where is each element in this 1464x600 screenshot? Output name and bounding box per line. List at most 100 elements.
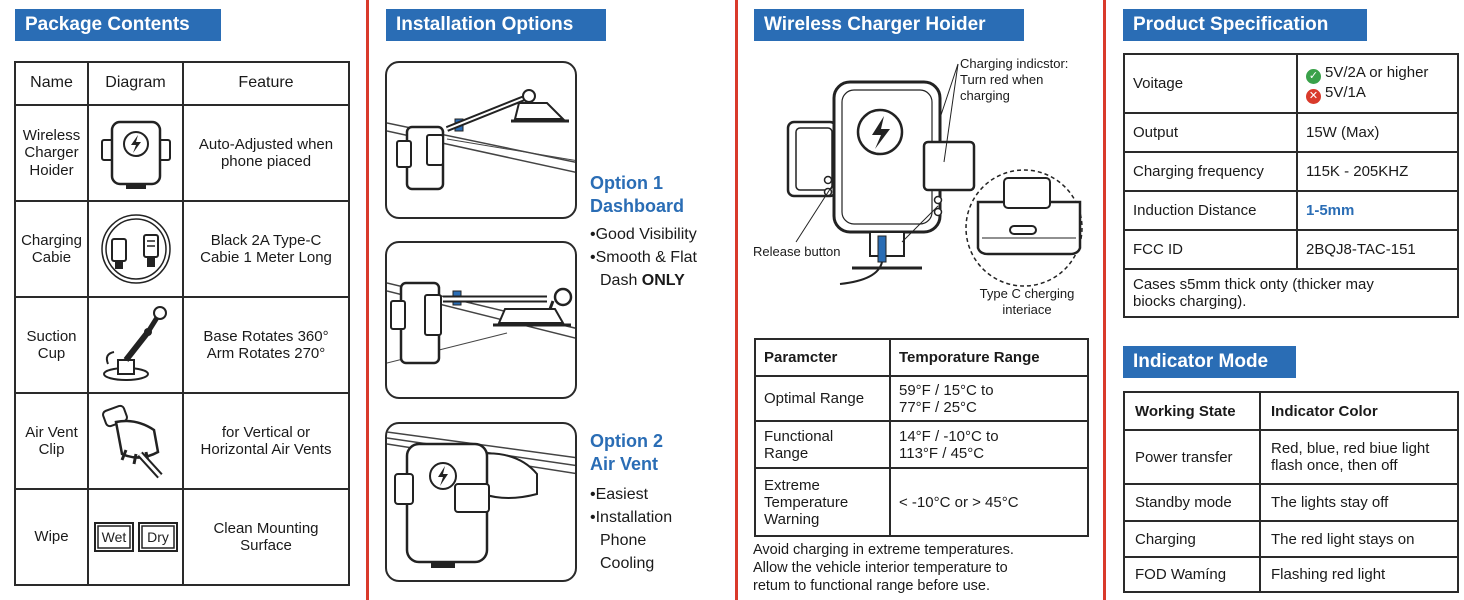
temperature-table: Paramcter Temporature Range Optimal Rang… bbox=[754, 338, 1089, 537]
benefit-item: Phone bbox=[600, 532, 647, 549]
wipe-wet-label: Wet bbox=[101, 529, 126, 545]
item-feature: Clean Mounting Surface bbox=[182, 488, 350, 586]
suction-cup-icon bbox=[102, 306, 167, 381]
indicator-state: Power transfer bbox=[1123, 429, 1261, 485]
item-feature: Black 2A Type-C Cabie 1 Meter Long bbox=[182, 200, 350, 298]
table-row: Power transfer Red, blue, red biue light… bbox=[1123, 429, 1459, 485]
table-row: Voitage ✓5V/2A or higher ✕5V/1A bbox=[1123, 53, 1459, 114]
item-feature: for Vertical or Horizontal Air Vents bbox=[182, 392, 350, 490]
table-row: Air Vent Clip for Vertical or Horizontal… bbox=[14, 392, 350, 490]
vent-clip-icon bbox=[101, 404, 163, 479]
table-row: Induction Distance 1-5mm bbox=[1123, 190, 1459, 231]
spec-label: Induction Distance bbox=[1123, 190, 1298, 231]
col-header-feature: Feature bbox=[182, 61, 350, 106]
charger-holder-diagram bbox=[786, 63, 1083, 287]
package-contents-table: Name Diagram Feature Wireless Charger Ho… bbox=[14, 61, 350, 586]
spec-footnote: Cases s5mm thick onty (thicker may biock… bbox=[1123, 268, 1459, 318]
spec-table: Voitage ✓5V/2A or higher ✕5V/1A Output 1… bbox=[1123, 53, 1459, 318]
temp-range: < -10°C or > 45°C bbox=[889, 467, 1089, 537]
col-header-diagram: Diagram bbox=[87, 61, 184, 106]
spec-value: 2BQJ8-TAC-151 bbox=[1296, 229, 1459, 270]
item-name: Suction Cup bbox=[14, 296, 89, 394]
wireless-charger-holder-title: Wireless Charger Hoider bbox=[754, 9, 1024, 41]
benefit-item: •Good Visibility bbox=[590, 226, 697, 243]
benefit-item: •Smooth & Flat bbox=[590, 249, 697, 266]
table-row: FOD Wamíng Flashing red light bbox=[1123, 556, 1459, 593]
item-name: Wipe bbox=[14, 488, 89, 586]
table-row: FCC ID 2BQJ8-TAC-151 bbox=[1123, 229, 1459, 270]
col-header-indicator-color: Indicator Color bbox=[1259, 391, 1459, 431]
item-name: Air Vent Clip bbox=[14, 392, 89, 490]
temp-param: Optimal Range bbox=[754, 375, 891, 422]
indicator-color: Flashing red light bbox=[1259, 556, 1459, 593]
charger-holder-icon bbox=[100, 120, 171, 189]
item-feature: Base Rotates 360° Arm Rotates 270° bbox=[182, 296, 350, 394]
table-row: Charging frequency 115K - 205KHZ bbox=[1123, 151, 1459, 192]
wipe-dry-label: Dry bbox=[147, 529, 169, 545]
spec-label: FCC ID bbox=[1123, 229, 1298, 270]
installation-options-title: Installation Options bbox=[386, 9, 606, 41]
benefit-item: •Easiest bbox=[590, 486, 649, 503]
table-row: Wireless Charger Hoider Auto-Adjusted wh… bbox=[14, 104, 350, 202]
spec-value: 15W (Max) bbox=[1296, 112, 1459, 153]
cross-icon: ✕ bbox=[1306, 88, 1321, 104]
item-name: Charging Cabie bbox=[14, 200, 89, 298]
type-c-callout: Type C cherging interiace bbox=[979, 286, 1075, 317]
col-header-temperature-range: Temporature Range bbox=[889, 338, 1089, 377]
dashboard-flat-illustration bbox=[385, 241, 577, 399]
item-feature: Auto-Adjusted when phone piaced bbox=[182, 104, 350, 202]
table-row: Cases s5mm thick onty (thicker may biock… bbox=[1123, 268, 1459, 318]
air-vent-illustration bbox=[385, 422, 577, 582]
table-row: Wipe Wet Dry Clean Mounting Surface bbox=[14, 488, 350, 586]
indicator-state: FOD Wamíng bbox=[1123, 556, 1261, 593]
option-1-title: Option 1 Dashboard bbox=[590, 173, 685, 216]
package-contents-title: Package Contents bbox=[15, 9, 221, 41]
indicator-color: The lights stay off bbox=[1259, 483, 1459, 522]
divider-2 bbox=[735, 0, 738, 600]
col-header-working-state: Working State bbox=[1123, 391, 1261, 431]
indicator-state: Standby mode bbox=[1123, 483, 1261, 522]
benefit-item: •Installation bbox=[590, 509, 673, 526]
col-header-parameter: Paramcter bbox=[754, 338, 891, 377]
spec-value: ✓5V/2A or higher ✕5V/1A bbox=[1296, 53, 1459, 114]
check-icon: ✓ bbox=[1306, 68, 1321, 84]
divider-1 bbox=[366, 0, 369, 600]
table-row: Output 15W (Max) bbox=[1123, 112, 1459, 153]
temperature-note: Avoid charging in extreme temperatures. … bbox=[753, 542, 1014, 594]
benefit-item: Cooling bbox=[600, 555, 655, 572]
indicator-color: The red light stays on bbox=[1259, 520, 1459, 558]
dashboard-mount-illustration bbox=[385, 61, 577, 219]
release-button-callout: Release button bbox=[753, 244, 841, 259]
table-row: Charging The red light stays on bbox=[1123, 520, 1459, 558]
option-2-title: Option 2 Air Vent bbox=[590, 431, 663, 474]
spec-label: Voitage bbox=[1123, 53, 1298, 114]
product-specification-title: Product Specification bbox=[1123, 9, 1367, 41]
indicator-callout: Charging indicstor: Turn red when chargi… bbox=[960, 56, 1069, 103]
option-1-benefits: •Good Visibility •Smooth & Flat Dash ONL… bbox=[590, 223, 697, 292]
benefit-item: Dash ONLY bbox=[600, 272, 685, 289]
col-header-name: Name bbox=[14, 61, 89, 106]
divider-3 bbox=[1103, 0, 1106, 600]
indicator-table: Working State Indicator Color Power tran… bbox=[1123, 391, 1459, 593]
spec-value: 115K - 205KHZ bbox=[1296, 151, 1459, 192]
item-name: Wireless Charger Hoider bbox=[14, 104, 89, 202]
spec-label: Output bbox=[1123, 112, 1298, 153]
table-row: Suction Cup Base Rotates 360° Arm Rotate… bbox=[14, 296, 350, 394]
indicator-state: Charging bbox=[1123, 520, 1261, 558]
cable-icon bbox=[100, 214, 171, 284]
wipe-icon: Wet Dry bbox=[93, 522, 178, 552]
table-row: Standby mode The lights stay off bbox=[1123, 483, 1459, 522]
spec-label: Charging frequency bbox=[1123, 151, 1298, 192]
spec-value: 1-5mm bbox=[1296, 190, 1459, 231]
table-row: Charging Cabie Black 2A Type-C Cabie 1 M… bbox=[14, 200, 350, 298]
indicator-mode-title: Indicator Mode bbox=[1123, 346, 1296, 378]
option-2-benefits: •Easiest •Installation Phone Cooling bbox=[590, 483, 672, 575]
